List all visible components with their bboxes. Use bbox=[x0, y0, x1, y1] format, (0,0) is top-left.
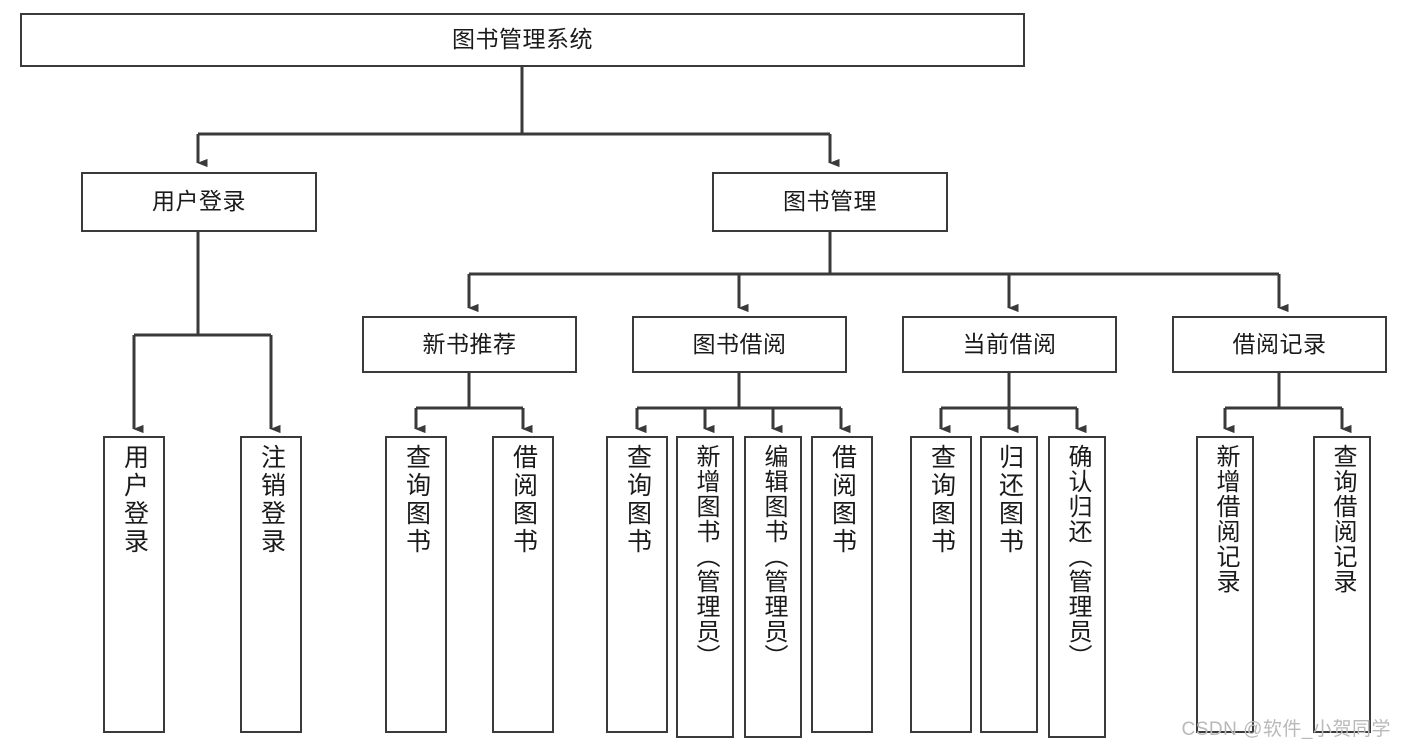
leaf-borrow-add-book-admin-label: 新增图书（管理员） bbox=[692, 444, 719, 669]
leaf-borrow-edit-book-admin[interactable]: 编辑图书（管理员） bbox=[744, 436, 802, 738]
leaf-borrow-borrow-book-label: 借阅图书 bbox=[828, 444, 857, 556]
node-borrow-record[interactable]: 借阅记录 bbox=[1172, 316, 1387, 373]
node-book-borrow-label: 图书借阅 bbox=[692, 330, 787, 357]
leaf-user-login-logout-label: 注销登录 bbox=[257, 444, 286, 556]
leaf-record-add-record[interactable]: 新增借阅记录 bbox=[1196, 436, 1254, 733]
node-current-borrow-label: 当前借阅 bbox=[962, 330, 1057, 357]
node-book-borrow[interactable]: 图书借阅 bbox=[632, 316, 847, 373]
leaf-record-query-record-label: 查询借阅记录 bbox=[1329, 444, 1356, 594]
node-user-login-label: 用户登录 bbox=[152, 188, 246, 215]
leaf-new-book-query[interactable]: 查询图书 bbox=[385, 436, 447, 733]
node-book-management-label: 图书管理 bbox=[783, 188, 877, 215]
node-borrow-record-label: 借阅记录 bbox=[1232, 330, 1327, 357]
node-new-book-recommend[interactable]: 新书推荐 bbox=[362, 316, 577, 373]
node-new-book-recommend-label: 新书推荐 bbox=[422, 330, 517, 357]
leaf-record-query-record[interactable]: 查询借阅记录 bbox=[1313, 436, 1371, 733]
leaf-borrow-add-book-admin[interactable]: 新增图书（管理员） bbox=[676, 436, 734, 738]
leaf-user-login-login-label: 用户登录 bbox=[120, 444, 149, 556]
leaf-current-confirm-return-admin-label: 确认归还（管理员） bbox=[1064, 444, 1091, 669]
node-root-label: 图书管理系统 bbox=[452, 26, 593, 53]
leaf-current-query-book-label: 查询图书 bbox=[927, 444, 956, 556]
leaf-current-return-book-label: 归还图书 bbox=[995, 444, 1024, 556]
leaf-user-login-logout[interactable]: 注销登录 bbox=[240, 436, 302, 733]
leaf-borrow-edit-book-admin-label: 编辑图书（管理员） bbox=[760, 444, 787, 669]
leaf-current-return-book[interactable]: 归还图书 bbox=[980, 436, 1038, 733]
leaf-new-book-borrow[interactable]: 借阅图书 bbox=[492, 436, 554, 733]
leaf-borrow-query-book-label: 查询图书 bbox=[623, 444, 652, 556]
leaf-user-login-login[interactable]: 用户登录 bbox=[103, 436, 165, 733]
leaf-borrow-query-book[interactable]: 查询图书 bbox=[606, 436, 668, 733]
node-root[interactable]: 图书管理系统 bbox=[20, 13, 1025, 67]
leaf-record-add-record-label: 新增借阅记录 bbox=[1212, 444, 1239, 594]
leaf-new-book-query-label: 查询图书 bbox=[402, 444, 431, 556]
node-user-login[interactable]: 用户登录 bbox=[81, 172, 317, 232]
leaf-current-query-book[interactable]: 查询图书 bbox=[910, 436, 972, 733]
leaf-current-confirm-return-admin[interactable]: 确认归还（管理员） bbox=[1048, 436, 1106, 738]
node-book-management[interactable]: 图书管理 bbox=[712, 172, 948, 232]
leaf-new-book-borrow-label: 借阅图书 bbox=[509, 444, 538, 556]
leaf-borrow-borrow-book[interactable]: 借阅图书 bbox=[811, 436, 873, 733]
watermark-text: CSDN @软件_小贺同学 bbox=[1181, 719, 1391, 740]
node-current-borrow[interactable]: 当前借阅 bbox=[902, 316, 1117, 373]
